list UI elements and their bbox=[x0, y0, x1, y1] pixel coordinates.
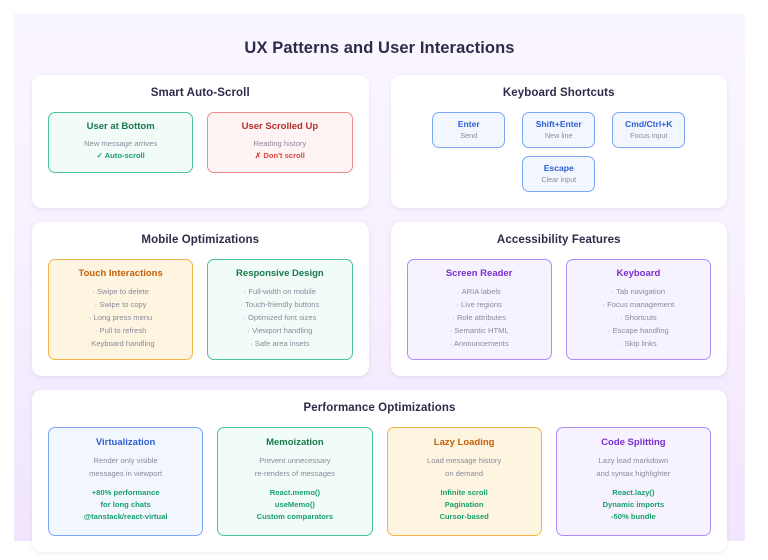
box-title-user-at-bottom: User at Bottom bbox=[86, 121, 155, 132]
accent-line: React.lazy() bbox=[612, 487, 655, 497]
keyboard-shortcut-row-bottom: Escape Clear input bbox=[522, 156, 596, 192]
card-performance-optimizations: Performance Optimizations Virtualization… bbox=[32, 390, 727, 552]
desc-line: messages in viewport bbox=[89, 468, 163, 478]
desc-line: re-renders of messages bbox=[254, 468, 335, 478]
accent-line: +80% performance bbox=[91, 487, 160, 497]
box-title-virtualization: Virtualization bbox=[95, 437, 156, 449]
desc-line: Render only visible bbox=[93, 456, 158, 466]
list-item: · Swipe to copy bbox=[94, 300, 147, 310]
desc-line: Lazy load markdown bbox=[598, 456, 669, 466]
box-touch-interactions[interactable]: Touch Interactions · Swipe to delete · S… bbox=[48, 259, 194, 361]
list-item: · Live regions bbox=[456, 300, 502, 310]
row-two: Mobile Optimizations Touch Interactions … bbox=[32, 222, 727, 377]
auto-scroll-box-grid: User at Bottom New message arrives ✓ Aut… bbox=[48, 112, 353, 173]
list-item: · Keyboard handling bbox=[86, 339, 155, 349]
list-item: · Shortcuts bbox=[620, 313, 657, 323]
accent-line: Cursor-based bbox=[439, 512, 489, 522]
list-item: · Semantic HTML bbox=[449, 326, 509, 336]
accent-line: Custom comparators bbox=[256, 512, 334, 522]
kbd-key-label: Escape bbox=[543, 163, 574, 173]
kbd-key-label: Enter bbox=[457, 119, 480, 129]
list-item: · Escape handling bbox=[607, 326, 669, 336]
list-item: · Optimized font sizes bbox=[243, 313, 317, 323]
accent-line: useMemo() bbox=[274, 500, 315, 510]
box-title-user-scrolled-up: User Scrolled Up bbox=[241, 121, 319, 132]
list-item: · Focus management bbox=[602, 300, 675, 310]
accessibility-box-grid: Screen Reader · ARIA labels · Live regio… bbox=[406, 259, 711, 361]
accent-line: for long chats bbox=[100, 500, 151, 510]
list-item: · Role attributes bbox=[452, 313, 506, 323]
accent-line: Pagination bbox=[444, 500, 484, 510]
row-one: Smart Auto-Scroll User at Bottom New mes… bbox=[32, 75, 727, 208]
card-smart-auto-scroll: Smart Auto-Scroll User at Bottom New mes… bbox=[32, 75, 369, 208]
desc-line: Load message history bbox=[426, 456, 502, 466]
list-item: · Full-width on mobile bbox=[243, 287, 316, 296]
box-title-lazy-loading: Lazy Loading bbox=[433, 437, 495, 449]
box-responsive-design[interactable]: Responsive Design · Full-width on mobile… bbox=[207, 259, 353, 361]
keyboard-shortcut-list: Enter Send Shift+Enter New line Cmd/Ctrl… bbox=[407, 112, 712, 192]
box-title-responsive-design: Responsive Design bbox=[236, 268, 324, 279]
box-virtualization[interactable]: Virtualization Render only visible messa… bbox=[48, 427, 204, 536]
performance-box-grid: Virtualization Render only visible messa… bbox=[48, 427, 711, 536]
box-screen-reader[interactable]: Screen Reader · ARIA labels · Live regio… bbox=[406, 259, 552, 361]
kbd-escape[interactable]: Escape Clear input bbox=[522, 156, 596, 192]
kbd-shift-enter[interactable]: Shift+Enter New line bbox=[522, 112, 596, 148]
desc-line: Prevent unnecessary bbox=[259, 456, 331, 466]
list-item: · Touch-friendly buttons bbox=[240, 300, 320, 310]
card-keyboard-shortcuts: Keyboard Shortcuts Enter Send Shift+Ente… bbox=[390, 75, 727, 208]
kbd-enter[interactable]: Enter Send bbox=[432, 112, 506, 148]
kbd-desc-label: Focus input bbox=[630, 131, 668, 140]
box-code-splitting[interactable]: Code Splitting Lazy load markdown and sy… bbox=[555, 427, 711, 536]
page-root: UX Patterns and User Interactions Smart … bbox=[14, 13, 745, 552]
row-three: Performance Optimizations Virtualization… bbox=[32, 390, 727, 552]
kbd-key-label: Cmd/Ctrl+K bbox=[624, 119, 673, 129]
accent-line: Infinite scroll bbox=[440, 487, 488, 497]
accent-line: -50% bundle bbox=[611, 512, 656, 522]
list-item: · Pull to refresh bbox=[94, 326, 147, 336]
box-accent-auto-scroll: ✓ Auto-scroll bbox=[96, 151, 145, 161]
kbd-desc-label: Send bbox=[460, 131, 478, 140]
card-title-smart-auto-scroll: Smart Auto-Scroll bbox=[150, 87, 250, 99]
list-item: · Swipe to delete bbox=[92, 287, 149, 296]
box-accent-dont-scroll: ✗ Don't scroll bbox=[254, 151, 305, 161]
kbd-key-label: Shift+Enter bbox=[535, 119, 582, 129]
list-item: · Long press menu bbox=[88, 313, 153, 323]
desc-line: on demand bbox=[445, 468, 484, 478]
card-title-mobile-optimizations: Mobile Optimizations bbox=[141, 234, 260, 246]
desc-line: and syntax highlighter bbox=[596, 468, 671, 478]
list-item: · ARIA labels bbox=[457, 287, 501, 296]
page-title: UX Patterns and User Interactions bbox=[244, 39, 515, 57]
kbd-desc-label: Clear input bbox=[541, 175, 577, 184]
card-accessibility-features: Accessibility Features Screen Reader · A… bbox=[390, 222, 727, 377]
card-mobile-optimizations: Mobile Optimizations Touch Interactions … bbox=[32, 222, 369, 377]
card-title-keyboard-shortcuts: Keyboard Shortcuts bbox=[502, 87, 615, 99]
box-user-scrolled-up[interactable]: User Scrolled Up Reading history ✗ Don't… bbox=[207, 112, 353, 173]
box-title-screen-reader: Screen Reader bbox=[445, 268, 513, 279]
kbd-desc-label: New line bbox=[544, 131, 573, 140]
list-item: · Viewport handling bbox=[247, 326, 313, 336]
accent-line: Dynamic imports bbox=[602, 500, 665, 510]
accent-line: @tanstack/react-virtual bbox=[83, 512, 168, 522]
list-item: · Skip links bbox=[620, 339, 657, 349]
mobile-box-grid: Touch Interactions · Swipe to delete · S… bbox=[48, 259, 353, 361]
box-user-at-bottom[interactable]: User at Bottom New message arrives ✓ Aut… bbox=[48, 112, 194, 173]
box-title-keyboard-accessibility: Keyboard bbox=[616, 268, 661, 279]
box-title-memoization: Memoization bbox=[266, 437, 324, 449]
list-item: · Announcements bbox=[449, 339, 509, 349]
list-item: · Tab navigation bbox=[611, 287, 666, 296]
box-line: Reading history bbox=[253, 139, 307, 148]
box-line: New message arrives bbox=[84, 139, 158, 148]
list-item: · Safe area insets bbox=[250, 339, 310, 349]
card-title-accessibility-features: Accessibility Features bbox=[496, 234, 621, 246]
card-title-performance-optimizations: Performance Optimizations bbox=[303, 402, 456, 415]
box-title-touch-interactions: Touch Interactions bbox=[78, 268, 163, 279]
box-title-code-splitting: Code Splitting bbox=[601, 437, 666, 449]
box-lazy-loading[interactable]: Lazy Loading Load message history on dem… bbox=[386, 427, 542, 536]
kbd-cmd-ctrl-k[interactable]: Cmd/Ctrl+K Focus input bbox=[612, 112, 686, 148]
keyboard-shortcut-row-top: Enter Send Shift+Enter New line Cmd/Ctrl… bbox=[432, 112, 686, 148]
box-keyboard-accessibility[interactable]: Keyboard · Tab navigation · Focus manage… bbox=[565, 259, 711, 361]
accent-line: React.memo() bbox=[269, 487, 320, 497]
box-memoization[interactable]: Memoization Prevent unnecessary re-rende… bbox=[217, 427, 373, 536]
